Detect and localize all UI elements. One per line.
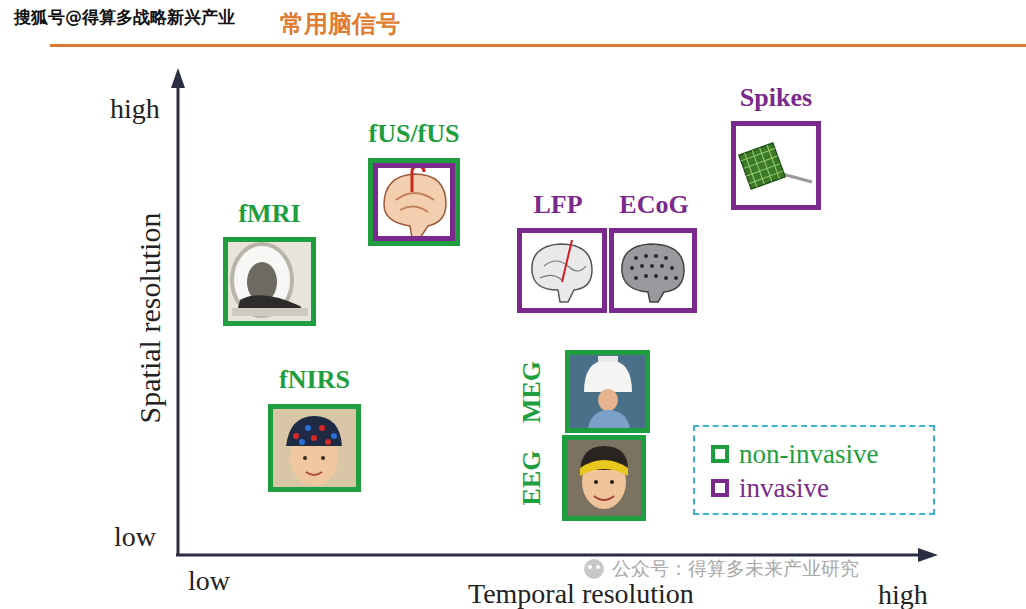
legend-text: non-invasive	[739, 439, 878, 469]
signal-label: EEG	[517, 451, 547, 506]
signal-label: MEG	[517, 360, 547, 422]
signal-label: fNIRS	[279, 365, 350, 395]
signal-label: LFP	[533, 190, 582, 220]
signal-box: LFP	[517, 228, 607, 313]
signal-box: MEG	[565, 350, 650, 433]
axis-high-label: high	[110, 94, 160, 124]
legend-text: invasive	[739, 473, 829, 503]
axis-title: Temporal resolution	[468, 579, 694, 609]
watermark: 搜狐号@得算多战略新兴产业	[14, 8, 235, 27]
signal-box: fUS/fUS	[368, 158, 460, 246]
legend-row: non-invasive	[711, 437, 933, 471]
signal-label: Spikes	[740, 83, 812, 113]
axis-low-label: low	[188, 566, 230, 596]
signal-label: fMRI	[238, 199, 300, 229]
signal-label: ECoG	[619, 190, 688, 220]
signal-box: ECoG	[609, 228, 697, 313]
signal-box: EEG	[562, 435, 646, 521]
signal-box: fNIRS	[268, 404, 361, 492]
signal-label: fUS/fUS	[369, 119, 460, 149]
watermark: 公众号：得算多未来产业研究	[612, 558, 859, 579]
axis-title: Spatial resolution	[134, 213, 166, 424]
legend-swatch	[711, 479, 729, 497]
legend-box: non-invasive invasive	[693, 425, 935, 515]
signal-box: Spikes	[731, 121, 821, 210]
legend-swatch	[711, 445, 729, 463]
axis-low-label: low	[114, 522, 156, 552]
axis-high-label: high	[878, 580, 928, 609]
legend-row: invasive	[711, 471, 933, 505]
page-title: 常用脑信号	[280, 8, 400, 40]
inner-border	[373, 163, 455, 241]
signal-box: fMRI	[223, 237, 316, 326]
